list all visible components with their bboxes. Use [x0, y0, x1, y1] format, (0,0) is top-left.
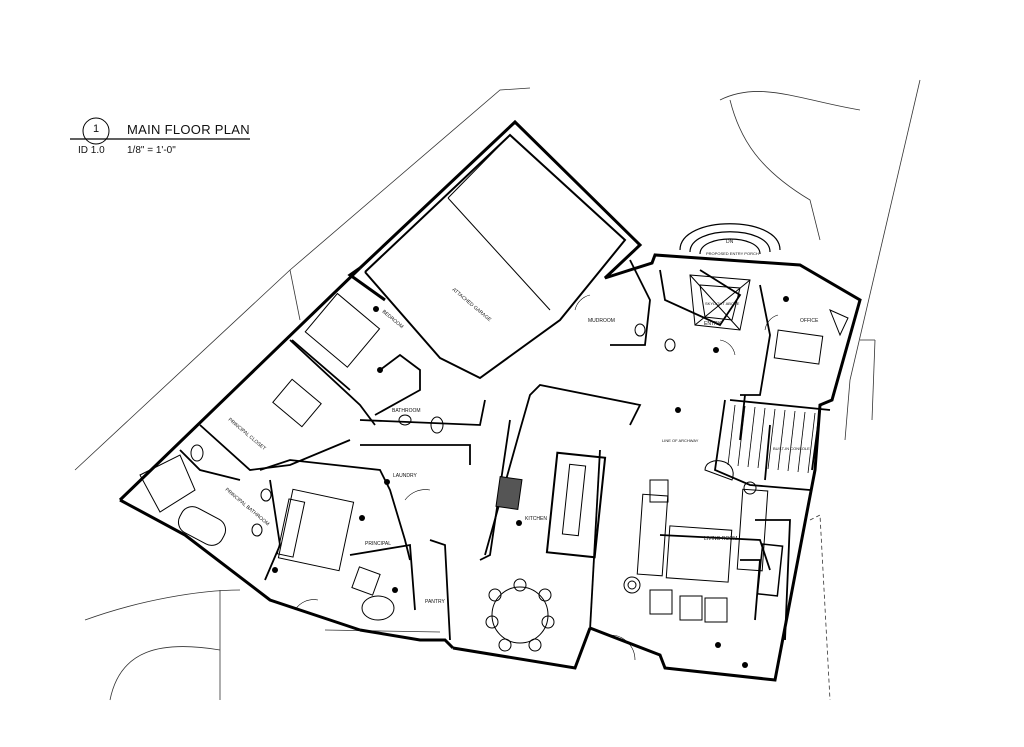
label-office: OFFICE — [800, 318, 819, 324]
range — [495, 476, 523, 510]
door-swings — [294, 294, 779, 661]
stairs — [727, 404, 816, 474]
living-furniture — [623, 460, 769, 623]
label-built-in: BUILT-IN CONSOLE — [773, 446, 810, 451]
closet-island — [272, 378, 322, 428]
drawing-title: MAIN FLOOR PLAN — [127, 122, 250, 137]
interior-walls — [179, 259, 831, 641]
garage — [364, 133, 627, 380]
label-attached-garage: ATTACHED GARAGE — [451, 287, 493, 324]
fireplace — [756, 543, 784, 597]
title-block: 1 ID 1.0 MAIN FLOOR PLAN 1/8" = 1'-0" — [68, 118, 258, 164]
label-pantry: PANTRY — [425, 599, 445, 605]
label-skylight: SKYLIGHT ABOVE — [705, 301, 740, 306]
label-dn: DN — [726, 239, 734, 245]
label-principal-bathroom: PRINCIPAL BATHROOM — [224, 487, 271, 527]
room-markers — [272, 296, 789, 668]
label-porch: PROPOSED ENTRY PORCH — [706, 251, 759, 256]
label-principal-closet: PRINCIPAL CLOSET — [227, 417, 267, 452]
label-mudroom: MUDROOM — [588, 318, 615, 324]
site-lines — [74, 79, 921, 701]
principal-bed — [276, 488, 355, 572]
porch-steps — [679, 223, 781, 255]
label-kitchen: KITCHEN — [525, 516, 547, 522]
dining-table — [485, 578, 555, 652]
skylight — [689, 274, 751, 331]
label-entry: ENTRY — [704, 321, 722, 327]
label-living-room: LIVING ROOM — [704, 536, 737, 542]
drawing-scale: 1/8" = 1'-0" — [127, 145, 176, 156]
label-line-of-archway: LINE OF ARCHWAY — [662, 438, 699, 443]
shower — [139, 454, 196, 513]
office-desk — [773, 309, 849, 365]
kitchen-island — [545, 451, 607, 559]
label-laundry: LAUNDRY — [393, 473, 417, 479]
bedroom-bed — [304, 292, 381, 368]
label-principal: PRINCIPAL — [365, 541, 391, 547]
fixtures — [190, 323, 676, 621]
label-bathroom: BATHROOM — [392, 408, 421, 414]
exterior-walls — [118, 119, 862, 682]
title-block-graphics — [70, 117, 250, 145]
bathtub — [177, 506, 227, 546]
sheet-number: ID 1.0 — [78, 145, 105, 156]
drawing-number: 1 — [92, 123, 100, 135]
